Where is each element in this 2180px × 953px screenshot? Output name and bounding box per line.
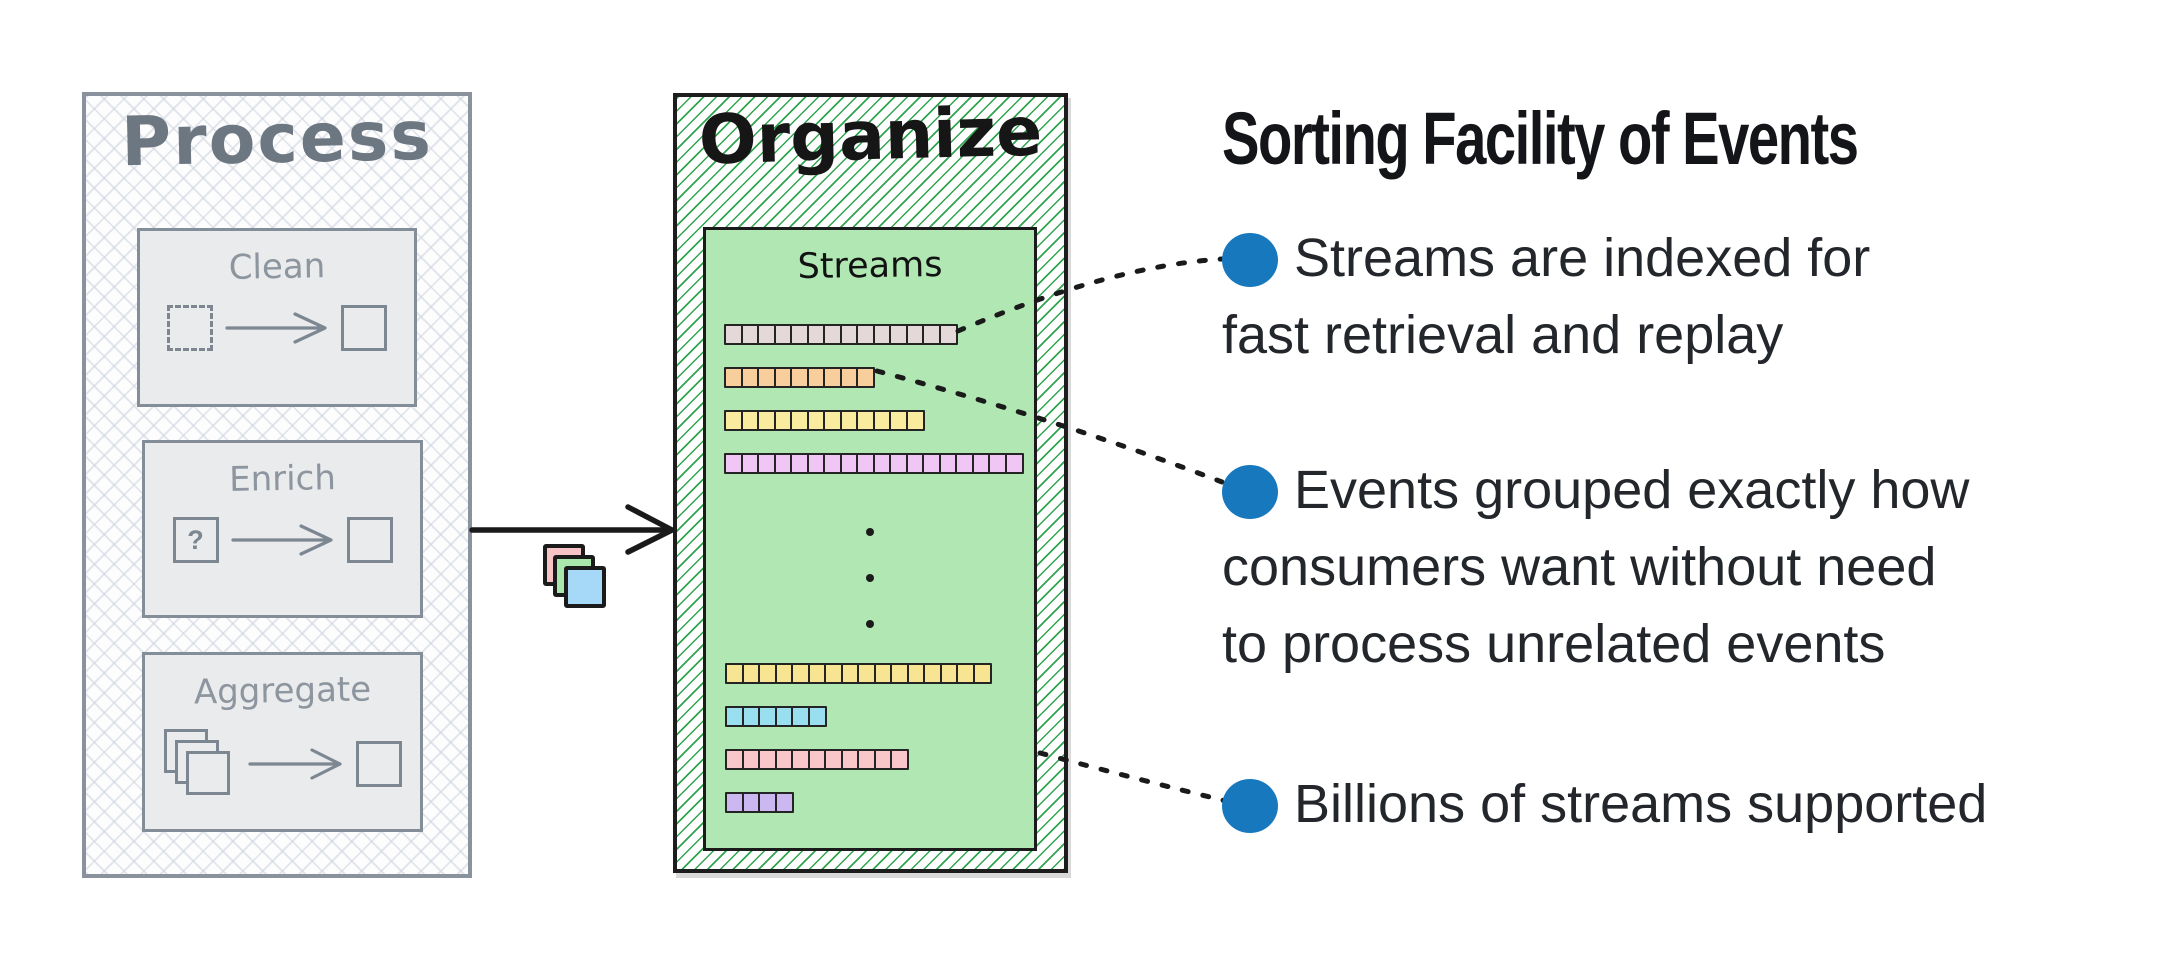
ellipsis-dot: [866, 574, 874, 582]
streams-box: Streams: [703, 227, 1037, 851]
ellipsis-dot: [866, 528, 874, 536]
bullet-indexed: Streams are indexed for fast retrieval a…: [1222, 220, 2122, 374]
bullet-dot-icon: [1222, 233, 1278, 287]
aggregate-transform-icon: [145, 729, 420, 799]
bullet-text: Streams are indexed for fast retrieval a…: [1222, 228, 1871, 365]
stream-segment: [807, 706, 827, 727]
arrow-right-icon: [225, 312, 327, 344]
organize-panel: Organize Streams: [673, 93, 1068, 873]
stream-row: [725, 792, 992, 813]
clean-transform-icon: [140, 305, 414, 351]
process-step-aggregate: Aggregate: [142, 652, 423, 832]
stream-segment: [856, 367, 875, 388]
process-panel-title: Process: [120, 96, 434, 183]
stream-rows-bottom: [725, 663, 992, 835]
enrich-transform-icon: ?: [145, 517, 420, 563]
arrow-right-icon: [230, 524, 333, 556]
stream-row: [725, 749, 992, 770]
stream-row: [725, 706, 992, 727]
organize-panel-title: Organize: [697, 92, 1044, 181]
stream-segment: [972, 663, 992, 684]
bullet-text: Billions of streams supported: [1294, 774, 1988, 834]
stacked-squares-icon: [163, 729, 236, 799]
bullet-dot-icon: [1222, 779, 1278, 833]
streams-label: Streams: [797, 244, 943, 288]
ellipsis-dot: [866, 620, 874, 628]
arrow-right-icon: [247, 748, 342, 780]
stream-row: [725, 663, 992, 684]
stream-row: [724, 324, 1024, 345]
process-panel: Process Clean Enrich ? Aggregate: [82, 92, 472, 878]
stream-segment: [938, 324, 958, 345]
question-square-icon: ?: [172, 517, 219, 563]
stream-segment: [774, 792, 794, 813]
stream-row: [724, 410, 1024, 431]
bullet-billions: Billions of streams supported: [1222, 766, 2122, 843]
stream-segment: [890, 749, 909, 770]
stream-segment: [905, 410, 925, 431]
process-step-label: Enrich: [228, 458, 337, 500]
stream-row: [724, 367, 1024, 388]
dashed-square-icon: [167, 305, 213, 351]
square-icon: [341, 305, 387, 351]
stream-row: [724, 453, 1024, 474]
process-step-label: Aggregate: [193, 669, 372, 713]
bullet-grouped: Events grouped exactly how consumers wan…: [1222, 452, 2122, 683]
more-streams-ellipsis: [866, 528, 874, 628]
square-icon: [355, 741, 402, 787]
bullet-text: Events grouped exactly how consumers wan…: [1222, 460, 1970, 674]
bullet-dot-icon: [1222, 465, 1278, 519]
event-card-blue: [564, 566, 606, 608]
page-title: Sorting Facility of Events: [1222, 97, 1859, 180]
stream-segment: [1004, 453, 1024, 474]
event-cards-icon: [543, 544, 633, 634]
process-step-label: Clean: [228, 246, 326, 288]
stream-rows-top: [724, 324, 1024, 496]
square-icon: [346, 517, 393, 563]
process-step-clean: Clean: [137, 228, 417, 407]
process-step-enrich: Enrich ?: [142, 440, 423, 618]
